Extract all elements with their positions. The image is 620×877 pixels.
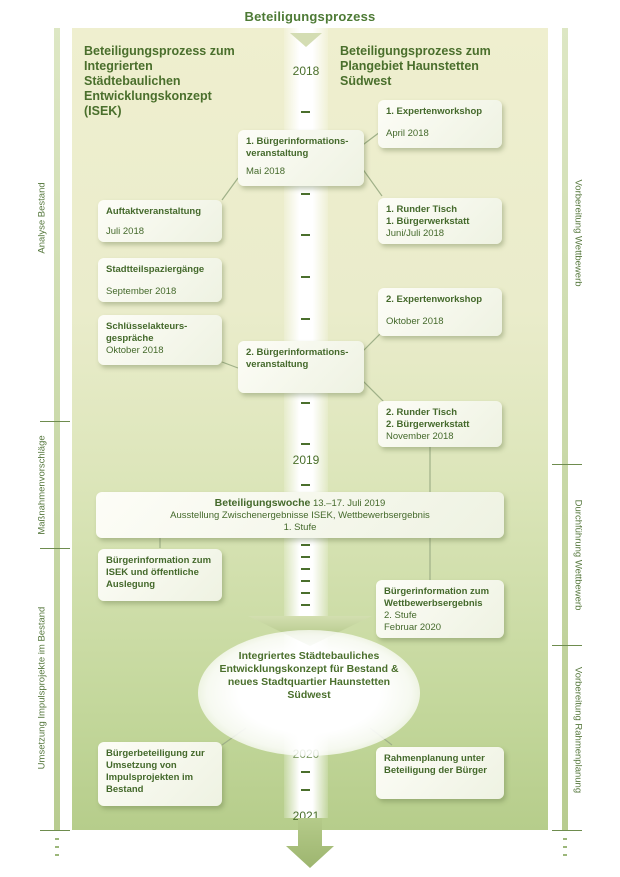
box-date: September 2018 <box>106 286 177 297</box>
box-date: Februar 2020 <box>384 622 442 633</box>
event-box: Bürgerinformation zum Wettbewerbsergebni… <box>376 580 504 638</box>
continuation-dash <box>563 838 567 840</box>
right-phase-label: Vorbereitung Wettbewerb <box>572 179 584 287</box>
week-description: Ausstellung Zwischenergebnisse ISEK, Wet… <box>170 510 430 521</box>
left-column-title: Beteiligungsprozess zum Integrierten Stä… <box>84 44 235 118</box>
box-date: Oktober 2018 <box>106 345 164 356</box>
left-phase-label: Umsetzung Impulsprojekte im Bestand <box>36 606 48 770</box>
right-phase-divider <box>552 830 582 831</box>
month-tick <box>301 604 310 606</box>
box-title: Bürgerbeteiligung zur Umsetzung von Impu… <box>106 748 205 795</box>
event-box: 1. Expertenworkshop April 2018 <box>378 100 502 148</box>
month-tick <box>301 443 310 445</box>
box-title: 1. Runder Tisch <box>386 204 458 215</box>
box-date: Juni/Juli 2018 <box>386 228 445 239</box>
left-phase-divider <box>40 830 70 831</box>
box-title: Bürgerinformation zum Wettbewerbsergebni… <box>384 586 490 609</box>
right-phase-label: Vorbereitung Rahmenplanung <box>572 666 584 794</box>
participation-week-box: Beteiligungswoche 13.–17. Juli 2019 Auss… <box>96 492 504 538</box>
box-title: Rahmenplanung unter Beteiligung der Bürg… <box>384 753 487 776</box>
box-date: Mai 2018 <box>246 166 286 177</box>
left-phase-label: Analyse Bestand <box>36 182 48 254</box>
box-date: November 2018 <box>386 431 454 442</box>
month-tick <box>301 234 310 236</box>
box-title: Bürgerinformation zum ISEK und öffentlic… <box>106 555 212 590</box>
right-phase-divider <box>552 464 582 465</box>
month-tick <box>301 484 310 486</box>
box-title: 1. Expertenworkshop <box>386 106 483 117</box>
continuation-dash <box>55 854 59 856</box>
box-title: 1. Bürgerinformations-veranstaltung <box>246 136 349 159</box>
month-tick <box>301 592 310 594</box>
year-label: 2019 <box>292 453 320 467</box>
continuation-dash <box>563 846 567 848</box>
event-box: Stadtteilspaziergänge September 2018 <box>98 258 222 302</box>
box-title: 2. Runder Tisch <box>386 407 458 418</box>
month-tick <box>301 193 310 195</box>
timeline-start-arrow <box>290 33 322 47</box>
result-ellipse <box>198 630 420 756</box>
box-date: Oktober 2018 <box>386 316 444 327</box>
month-tick <box>301 568 310 570</box>
month-tick <box>301 771 310 773</box>
event-box: 1. Runder Tisch 1. Bürgerwerkstatt Juni/… <box>378 198 502 244</box>
info-event-box: 1. Bürgerinformations-veranstaltung Mai … <box>238 130 364 186</box>
event-box: Bürgerbeteiligung zur Umsetzung von Impu… <box>98 742 222 806</box>
info-event-box: 2. Bürgerinformations-veranstaltung <box>238 341 364 393</box>
month-tick <box>301 544 310 546</box>
right-phase-divider <box>552 645 582 646</box>
left-phase-bar <box>54 28 60 830</box>
box-date: Juli 2018 <box>106 226 145 237</box>
year-label: 2018 <box>292 64 320 78</box>
right-phase-label: Durchführung Wettbewerb <box>572 499 584 611</box>
result-concept-text: Integriertes Städtebauliches Entwicklung… <box>219 650 399 701</box>
month-tick <box>301 111 310 113</box>
continuation-dash <box>55 846 59 848</box>
event-box: Rahmenplanung unter Beteiligung der Bürg… <box>376 747 504 799</box>
box-title: 2. Bürgerinformations-veranstaltung <box>246 347 349 370</box>
left-phase-divider <box>40 421 70 422</box>
year-label: 2021 <box>292 809 320 823</box>
event-box: Auftaktveranstaltung Juli 2018 <box>98 200 222 242</box>
box-title: 2. Expertenworkshop <box>386 294 483 305</box>
continuation-dash <box>563 854 567 856</box>
box-title: Schlüsselakteurs-gespräche <box>106 321 188 344</box>
box-title: Stadtteilspaziergänge <box>106 264 205 275</box>
week-dates: 13.–17. Juli 2019 <box>312 498 386 509</box>
week-stage: 1. Stufe <box>283 522 317 533</box>
box-title: Auftaktveranstaltung <box>106 206 202 217</box>
month-tick <box>301 789 310 791</box>
week-title: Beteiligungswoche <box>214 497 311 509</box>
event-box: Schlüsselakteurs-gespräche Oktober 2018 <box>98 315 222 365</box>
left-phase-label: Maßnahmenvorschläge <box>36 435 48 535</box>
event-box: 2. Runder Tisch 2. Bürgerwerkstatt Novem… <box>378 401 502 447</box>
month-tick <box>301 318 310 320</box>
month-tick <box>301 556 310 558</box>
continuation-dash <box>55 838 59 840</box>
month-tick <box>301 402 310 404</box>
event-box: Bürgerinformation zum ISEK und öffentlic… <box>98 549 222 601</box>
box-title: 1. Bürgerwerkstatt <box>386 216 470 227</box>
event-box: 2. Expertenworkshop Oktober 2018 <box>378 288 502 336</box>
page-title: Beteiligungsprozess <box>244 9 376 24</box>
month-tick <box>301 580 310 582</box>
box-subtitle: 2. Stufe <box>384 610 417 621</box>
month-tick <box>301 276 310 278</box>
left-phase-divider <box>40 548 70 549</box>
box-title: 2. Bürgerwerkstatt <box>386 419 470 430</box>
right-phase-bar <box>562 28 568 830</box>
box-date: April 2018 <box>386 128 429 139</box>
right-column-title: Beteiligungsprozess zum Plangebiet Hauns… <box>340 44 491 88</box>
